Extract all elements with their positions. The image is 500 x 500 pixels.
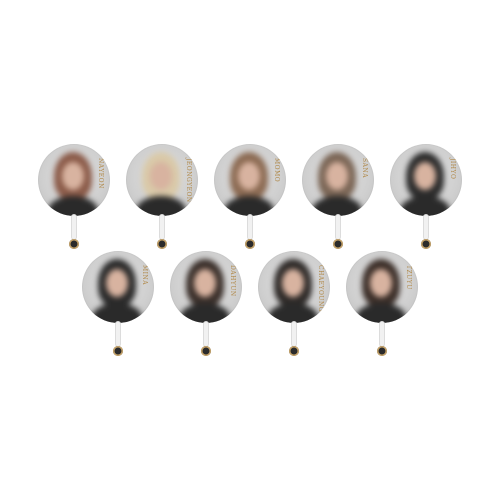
image-picket-fan: CHAEYOUNG bbox=[258, 251, 330, 363]
fan-photo-disc: JEONGYEON bbox=[126, 144, 198, 216]
blurred-portrait bbox=[136, 152, 186, 216]
fan-photo-disc: TZUYU bbox=[346, 251, 418, 323]
blurred-portrait bbox=[48, 152, 98, 216]
fan-photo-disc: JIHYO bbox=[390, 144, 462, 216]
fan-handle bbox=[71, 214, 77, 240]
member-name-label: MOMO bbox=[273, 158, 280, 183]
blurred-portrait bbox=[92, 259, 142, 323]
image-picket-fan: DAHYUN bbox=[170, 251, 242, 363]
handle-end-cap bbox=[245, 239, 255, 249]
handle-end-cap bbox=[201, 346, 211, 356]
member-name-label: MINA bbox=[141, 265, 148, 286]
handle-end-cap bbox=[333, 239, 343, 249]
member-name-label: JIHYO bbox=[449, 158, 456, 180]
image-picket-fan: JIHYO bbox=[390, 144, 462, 256]
fan-photo-disc: NAYEON bbox=[38, 144, 110, 216]
image-picket-fan: MOMO bbox=[214, 144, 286, 256]
fan-handle bbox=[335, 214, 341, 240]
fan-handle bbox=[159, 214, 165, 240]
handle-end-cap bbox=[377, 346, 387, 356]
handle-end-cap bbox=[289, 346, 299, 356]
handle-end-cap bbox=[113, 346, 123, 356]
image-picket-fan: NAYEON bbox=[38, 144, 110, 256]
blurred-portrait bbox=[224, 152, 274, 216]
fan-photo-disc: MOMO bbox=[214, 144, 286, 216]
image-picket-fan: TZUYU bbox=[346, 251, 418, 363]
fan-photo-disc: DAHYUN bbox=[170, 251, 242, 323]
blurred-portrait bbox=[268, 259, 318, 323]
handle-end-cap bbox=[69, 239, 79, 249]
image-picket-fan: SANA bbox=[302, 144, 374, 256]
handle-end-cap bbox=[421, 239, 431, 249]
member-name-label: JEONGYEON bbox=[185, 158, 192, 203]
fan-handle bbox=[379, 321, 385, 347]
image-picket-fan: MINA bbox=[82, 251, 154, 363]
blurred-portrait bbox=[312, 152, 362, 216]
handle-end-cap bbox=[157, 239, 167, 249]
member-name-label: DAHYUN bbox=[229, 265, 236, 297]
fan-handle bbox=[423, 214, 429, 240]
member-name-label: SANA bbox=[361, 158, 368, 179]
fan-photo-disc: CHAEYOUNG bbox=[258, 251, 330, 323]
member-name-label: NAYEON bbox=[97, 158, 104, 189]
image-picket-fan: JEONGYEON bbox=[126, 144, 198, 256]
blurred-portrait bbox=[180, 259, 230, 323]
member-name-label: TZUYU bbox=[405, 265, 412, 290]
blurred-portrait bbox=[400, 152, 450, 216]
fan-handle bbox=[115, 321, 121, 347]
fan-handle bbox=[247, 214, 253, 240]
fan-handle bbox=[203, 321, 209, 347]
blurred-portrait bbox=[356, 259, 406, 323]
fan-handle bbox=[291, 321, 297, 347]
fan-photo-disc: MINA bbox=[82, 251, 154, 323]
member-name-label: CHAEYOUNG bbox=[317, 265, 324, 313]
fan-photo-disc: SANA bbox=[302, 144, 374, 216]
